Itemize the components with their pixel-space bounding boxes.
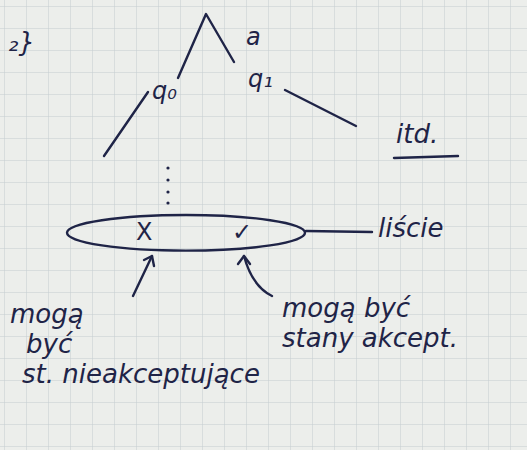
tree-branch xyxy=(285,90,356,126)
annotation-note: mogą być stany akcept. xyxy=(282,294,458,354)
bracket-fragment: ₂} xyxy=(8,28,35,58)
arrow-head xyxy=(144,256,154,266)
annotation-note: mogą być st. nieakceptujące xyxy=(10,300,260,390)
leaves-ellipse: X✓ xyxy=(66,214,306,252)
leader-line xyxy=(306,231,372,232)
note-text: itd. xyxy=(396,120,438,150)
tree-branch xyxy=(104,92,148,156)
leaf-mark: X xyxy=(136,219,152,247)
leaves-label: liście xyxy=(378,214,444,244)
arrow-head xyxy=(238,256,250,264)
symbol-label: a xyxy=(246,24,261,52)
tree-branch xyxy=(178,14,234,78)
ellipse-outline xyxy=(66,214,306,252)
ellipse-shape xyxy=(67,215,305,251)
state-label: q₀ xyxy=(152,78,177,106)
leader-arrow xyxy=(133,256,152,296)
state-label: q₁ xyxy=(248,66,273,94)
ellipsis-dots xyxy=(166,166,169,204)
underline xyxy=(394,156,458,158)
leaf-mark: ✓ xyxy=(232,219,252,247)
